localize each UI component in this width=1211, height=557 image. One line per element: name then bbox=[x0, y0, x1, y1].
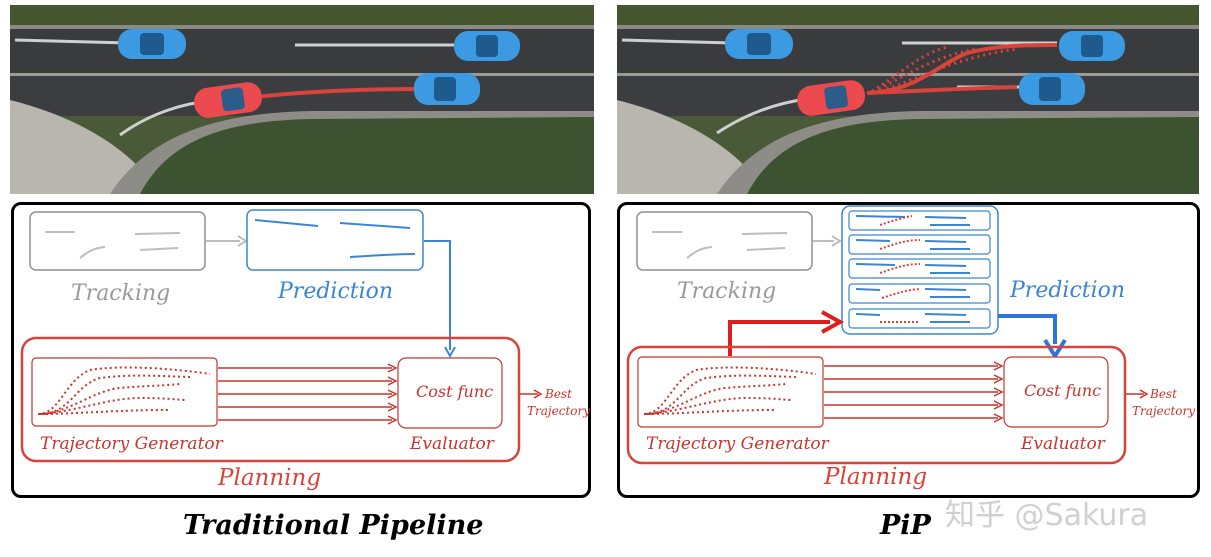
traditional-pipeline-panel bbox=[11, 202, 591, 498]
prediction-label: Prediction bbox=[278, 279, 394, 304]
best-label: Best bbox=[545, 387, 572, 401]
red-ego-car-icon bbox=[797, 80, 866, 116]
prediction-label: Prediction bbox=[1010, 278, 1126, 303]
blue-car-icon bbox=[414, 73, 480, 105]
tracking-label: Tracking bbox=[71, 281, 171, 306]
prediction-box bbox=[246, 209, 424, 271]
planning-box bbox=[20, 336, 521, 463]
right-scene-drawing bbox=[617, 5, 1199, 194]
blue-car-icon bbox=[1059, 31, 1125, 61]
right-aerial-scene bbox=[617, 5, 1199, 194]
trajectory-generator-box bbox=[31, 357, 218, 427]
left-scene-drawing bbox=[10, 5, 594, 194]
trajectory-generator-label: Trajectory Generator bbox=[646, 434, 829, 454]
cost-func-box bbox=[1003, 356, 1109, 428]
pip-caption: PiP bbox=[880, 510, 931, 541]
cost-func-label: Cost func bbox=[1024, 381, 1102, 400]
red-ego-car-icon bbox=[194, 82, 262, 118]
trajectory-output-label: Trajectory bbox=[527, 404, 590, 418]
planning-box bbox=[626, 345, 1127, 465]
blue-car-icon bbox=[725, 29, 793, 59]
tracking-box bbox=[29, 211, 206, 271]
pip-panel bbox=[617, 202, 1200, 498]
cost-func-box bbox=[397, 357, 503, 429]
trajectory-generator-box bbox=[637, 356, 824, 428]
traditional-pipeline-caption: Traditional Pipeline bbox=[183, 510, 484, 541]
planning-label: Planning bbox=[824, 464, 928, 490]
blue-car-icon bbox=[454, 31, 520, 61]
planning-label: Planning bbox=[218, 465, 322, 491]
evaluator-label: Evaluator bbox=[1021, 434, 1105, 454]
trajectory-output-label: Trajectory bbox=[1132, 404, 1195, 418]
evaluator-label: Evaluator bbox=[410, 434, 494, 454]
watermark: 知乎 @Sakura bbox=[945, 498, 1149, 533]
blue-car-icon bbox=[118, 29, 186, 59]
trajectory-generator-label: Trajectory Generator bbox=[40, 434, 223, 454]
blue-car-icon bbox=[1019, 73, 1085, 105]
tracking-box bbox=[636, 211, 813, 271]
cost-func-label: Cost func bbox=[416, 382, 494, 401]
best-label: Best bbox=[1150, 387, 1177, 401]
tracking-label: Tracking bbox=[677, 279, 777, 304]
left-aerial-scene bbox=[10, 5, 594, 194]
